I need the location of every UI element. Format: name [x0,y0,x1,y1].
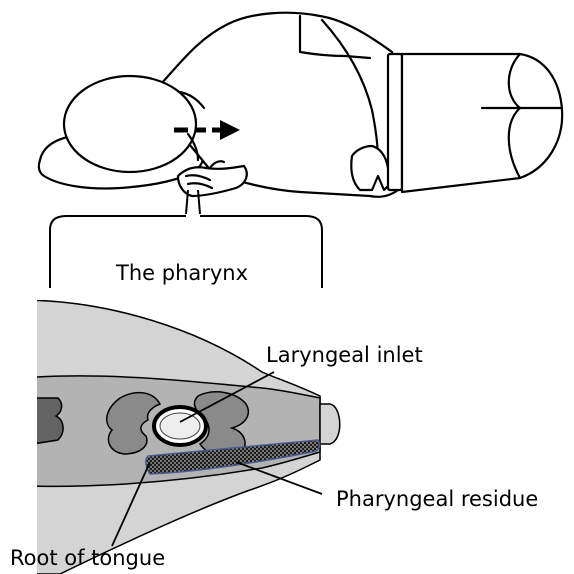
label-laryngeal-inlet: Laryngeal inlet [266,343,423,367]
waist-band [388,54,402,190]
label-root-of-tongue: Root of tongue [10,546,165,570]
label-the-pharynx: The pharynx [115,261,248,285]
left-dark-cartilage [20,398,63,446]
head [64,76,196,172]
lying-person-illustration [39,13,562,197]
pharynx-tip [320,404,340,444]
hips [402,54,562,192]
label-pharyngeal-residue: Pharyngeal residue [336,487,538,511]
pharynx-cross-section [20,300,340,574]
